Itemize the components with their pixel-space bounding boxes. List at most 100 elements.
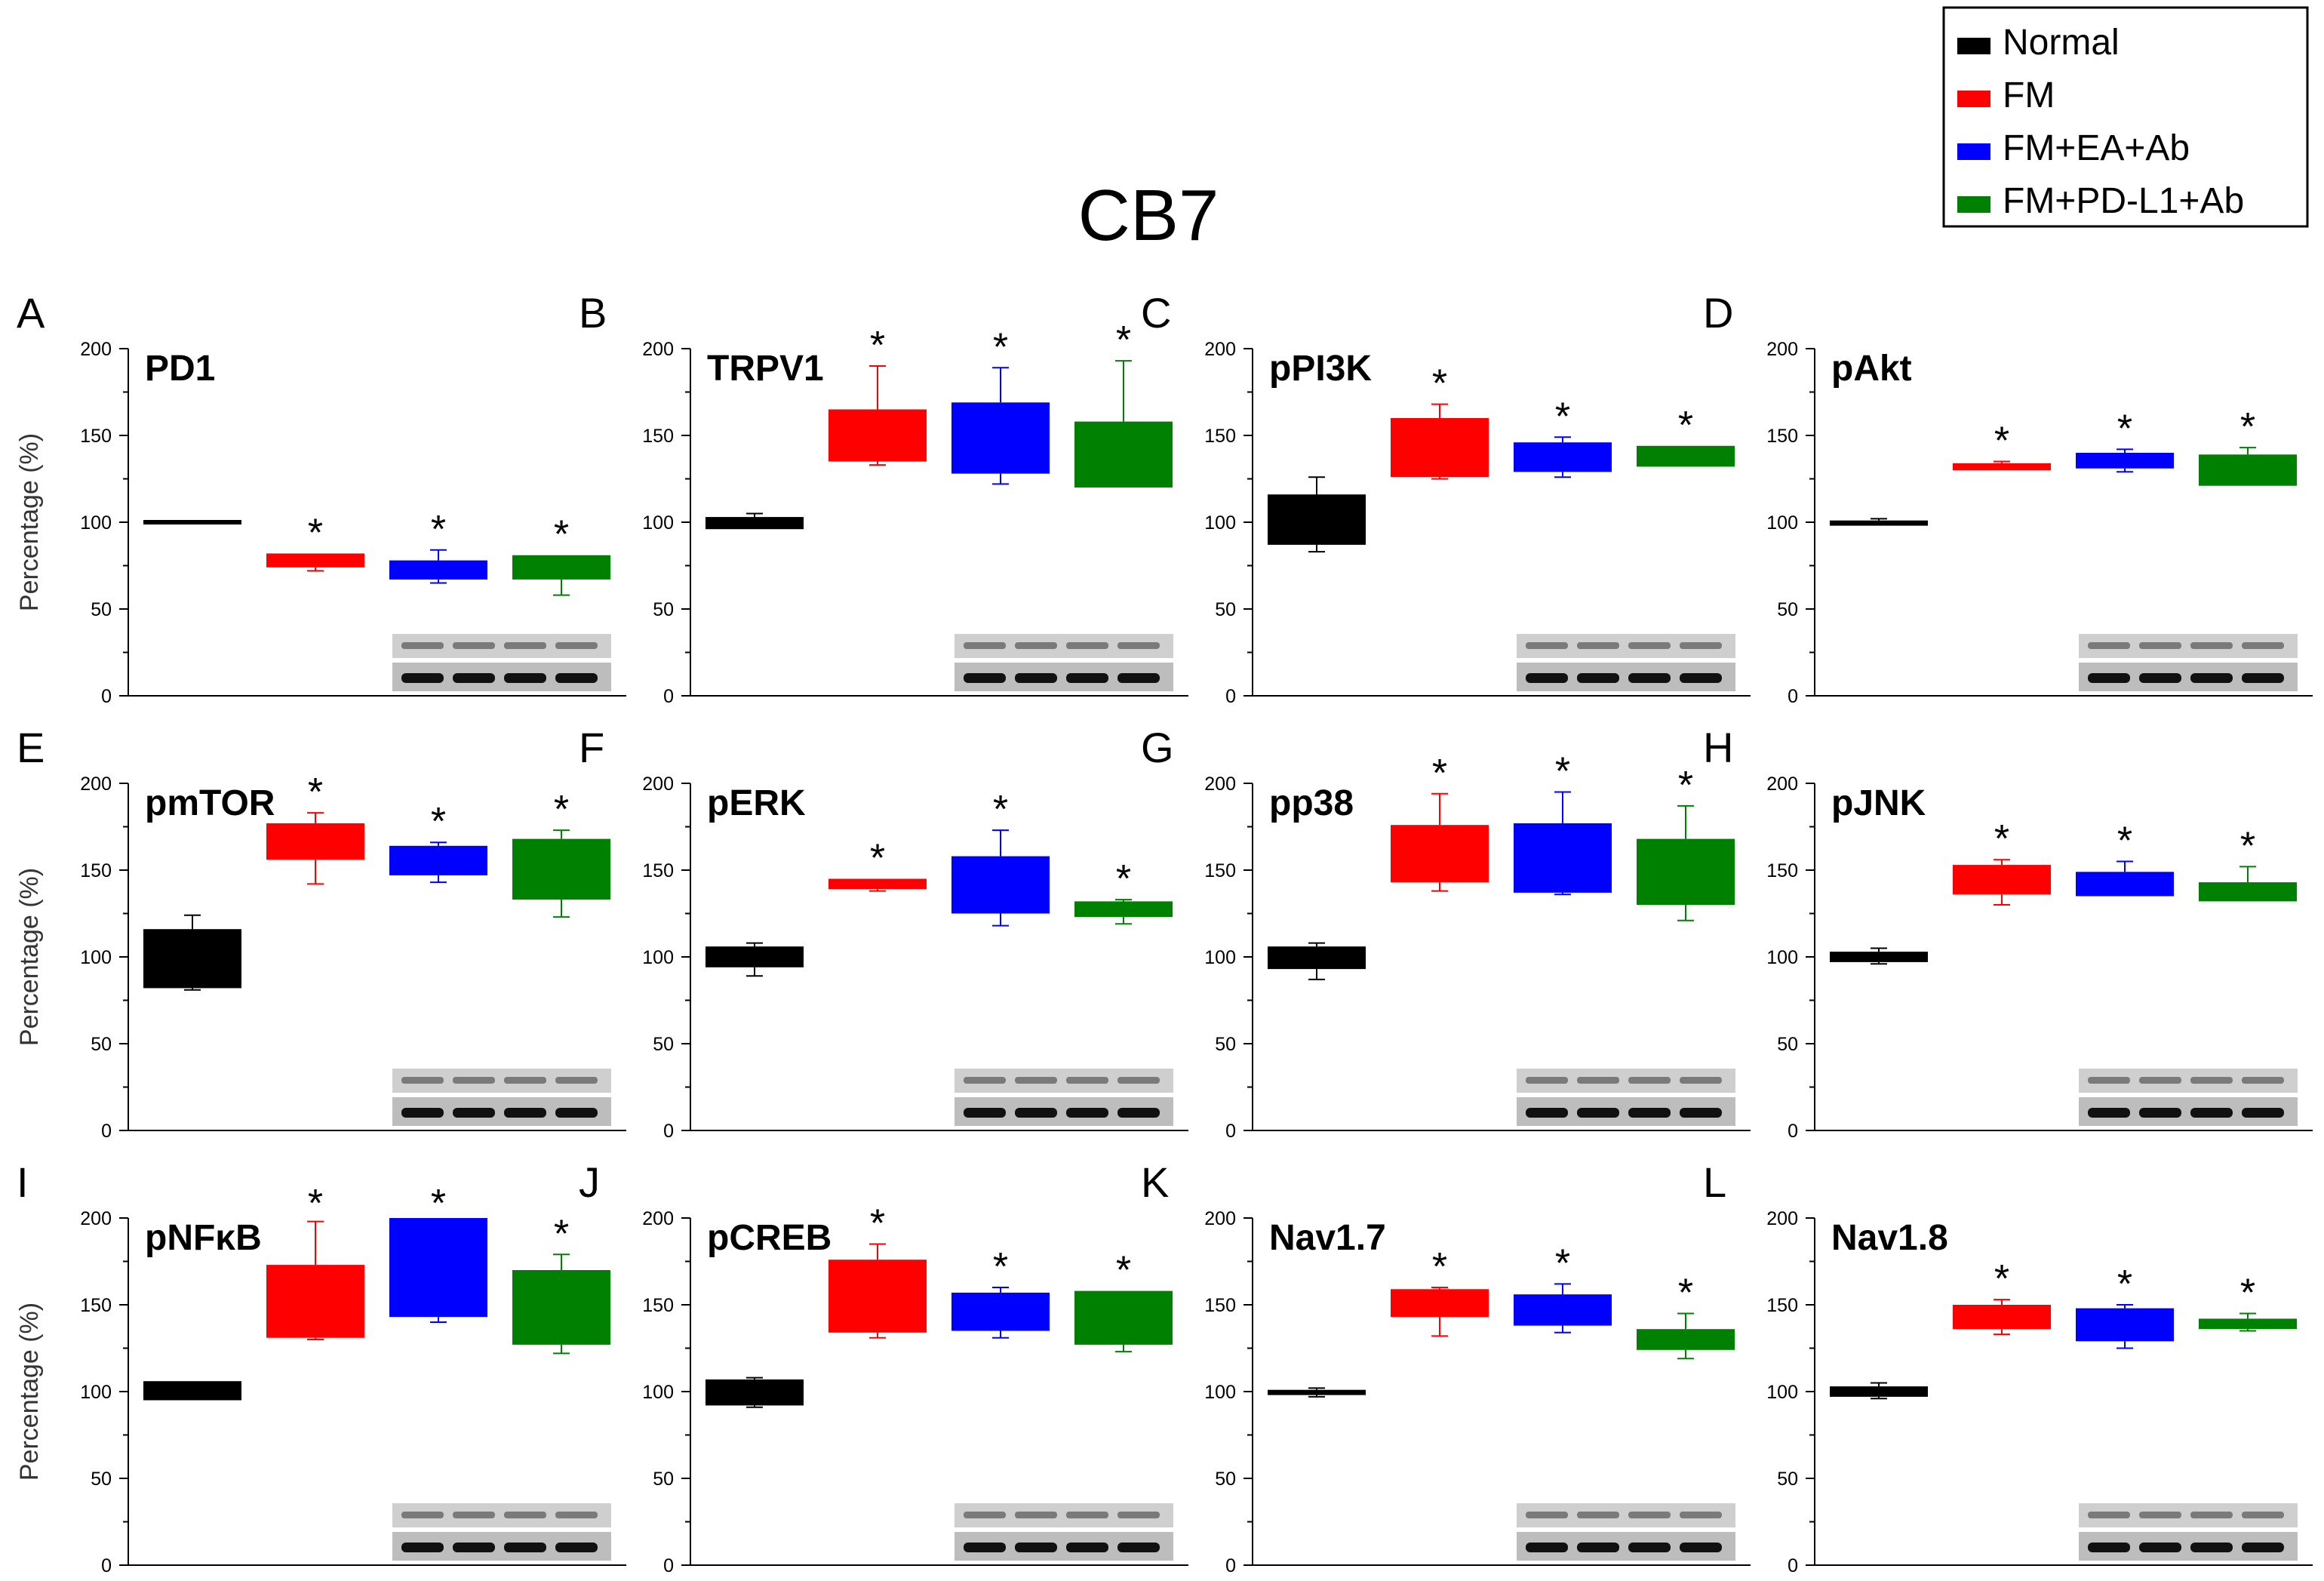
blot-band [964, 673, 1006, 683]
panel-title: pPI3K [1269, 349, 1372, 389]
significance-marker: * [308, 1182, 323, 1226]
y-tick-label: 0 [101, 686, 112, 707]
panel-title: pmTOR [145, 783, 275, 823]
western-blot-image [392, 634, 611, 691]
blot-band [1066, 642, 1108, 649]
panel-title: Nav1.8 [1831, 1218, 1948, 1258]
y-tick-label: 0 [101, 1121, 112, 1142]
bar-fm-ea-ab [2076, 453, 2174, 469]
blot-band [2190, 1108, 2233, 1118]
bar-fm [1391, 418, 1489, 478]
figure-title: CB7 [1078, 175, 1219, 256]
blot-band [1015, 1512, 1057, 1518]
bar-fm-ea-ab [1514, 442, 1612, 472]
blot-band [555, 673, 598, 683]
bar-fm-pd-l1-ab [512, 1270, 610, 1345]
y-tick-label: 50 [653, 1469, 674, 1490]
blot-band [401, 1077, 444, 1084]
y-tick-label: 100 [80, 947, 112, 968]
y-tick-label: 50 [91, 1034, 112, 1055]
panel-letter: I [17, 1158, 29, 1206]
blot-band [1117, 1543, 1160, 1552]
blot-band [2190, 642, 2233, 649]
blot-band [2088, 1077, 2130, 1084]
blot-band [1066, 673, 1108, 683]
y-tick-label: 100 [1766, 947, 1798, 968]
blot-band [2242, 1512, 2284, 1518]
western-blot-image [2079, 1069, 2298, 1126]
y-tick-label: 150 [1766, 1295, 1798, 1316]
blot-band [401, 673, 444, 683]
blot-band [2139, 1543, 2181, 1552]
blot-band [1526, 1077, 1568, 1084]
blot-band [401, 1512, 444, 1518]
blot-band [555, 1108, 598, 1118]
significance-marker: * [2117, 1263, 2132, 1306]
bar-fm-pd-l1-ab [2199, 1318, 2297, 1330]
y-tick-label: 0 [1788, 1555, 1798, 1576]
blot-band [1526, 1512, 1568, 1518]
y-tick-label: 200 [1766, 1208, 1798, 1229]
y-tick-label: 0 [663, 686, 674, 707]
y-tick-label: 200 [642, 1208, 674, 1229]
significance-marker: * [993, 1245, 1008, 1289]
y-tick-label: 150 [642, 860, 674, 881]
y-tick-label: 100 [1204, 1382, 1236, 1403]
y-tick-label: 100 [642, 512, 674, 534]
blot-band [2190, 1543, 2233, 1552]
panel-letter: F [579, 724, 604, 771]
y-axis-label: Percentage (%) [15, 868, 44, 1046]
western-blot-image [1517, 1069, 1735, 1126]
y-tick-label: 150 [80, 426, 112, 447]
blot-band [504, 642, 546, 649]
significance-marker: * [1678, 1272, 1693, 1315]
bar-fm [266, 823, 364, 860]
significance-marker: * [2240, 824, 2255, 868]
blot-band [1015, 673, 1057, 683]
y-tick-label: 50 [91, 599, 112, 620]
blot-band [453, 673, 495, 683]
significance-marker: * [1678, 764, 1693, 807]
y-tick-label: 200 [1766, 339, 1798, 360]
blot-band [2139, 1108, 2181, 1118]
y-tick-label: 200 [1204, 1208, 1236, 1229]
y-tick-label: 150 [1204, 426, 1236, 447]
bar-fm [1391, 1289, 1489, 1318]
y-tick-label: 100 [1766, 1382, 1798, 1403]
blot-band [964, 1077, 1006, 1084]
panel-letter: H [1703, 724, 1733, 771]
significance-marker: * [1555, 1241, 1570, 1285]
blot-band [1628, 1543, 1671, 1552]
blot-band [1117, 642, 1160, 649]
y-tick-label: 0 [101, 1555, 112, 1576]
bar-fm [828, 409, 927, 462]
blot-band [2139, 1077, 2181, 1084]
legend-label: FM+EA+Ab [2003, 128, 2190, 168]
legend-label: FM [2003, 75, 2055, 115]
western-blot-image [954, 1503, 1173, 1561]
significance-marker: * [870, 837, 885, 881]
blot-band [1015, 1077, 1057, 1084]
panel-letter: D [1703, 289, 1733, 337]
significance-marker: * [2240, 1272, 2255, 1315]
western-blot-image [392, 1503, 611, 1561]
significance-marker: * [431, 1182, 446, 1226]
bar-fm [1953, 463, 2051, 470]
blot-band [1628, 1108, 1671, 1118]
blot-band [504, 1543, 546, 1552]
blot-band [555, 1543, 598, 1552]
blot-band [2190, 1512, 2233, 1518]
blot-band [555, 1512, 598, 1518]
panel-title: Nav1.7 [1269, 1218, 1386, 1258]
y-tick-label: 150 [642, 1295, 674, 1316]
blot-band [1117, 673, 1160, 683]
blot-band [1526, 673, 1568, 683]
blot-band [504, 1512, 546, 1518]
blot-band [1628, 1077, 1671, 1084]
blot-band [1117, 1512, 1160, 1518]
